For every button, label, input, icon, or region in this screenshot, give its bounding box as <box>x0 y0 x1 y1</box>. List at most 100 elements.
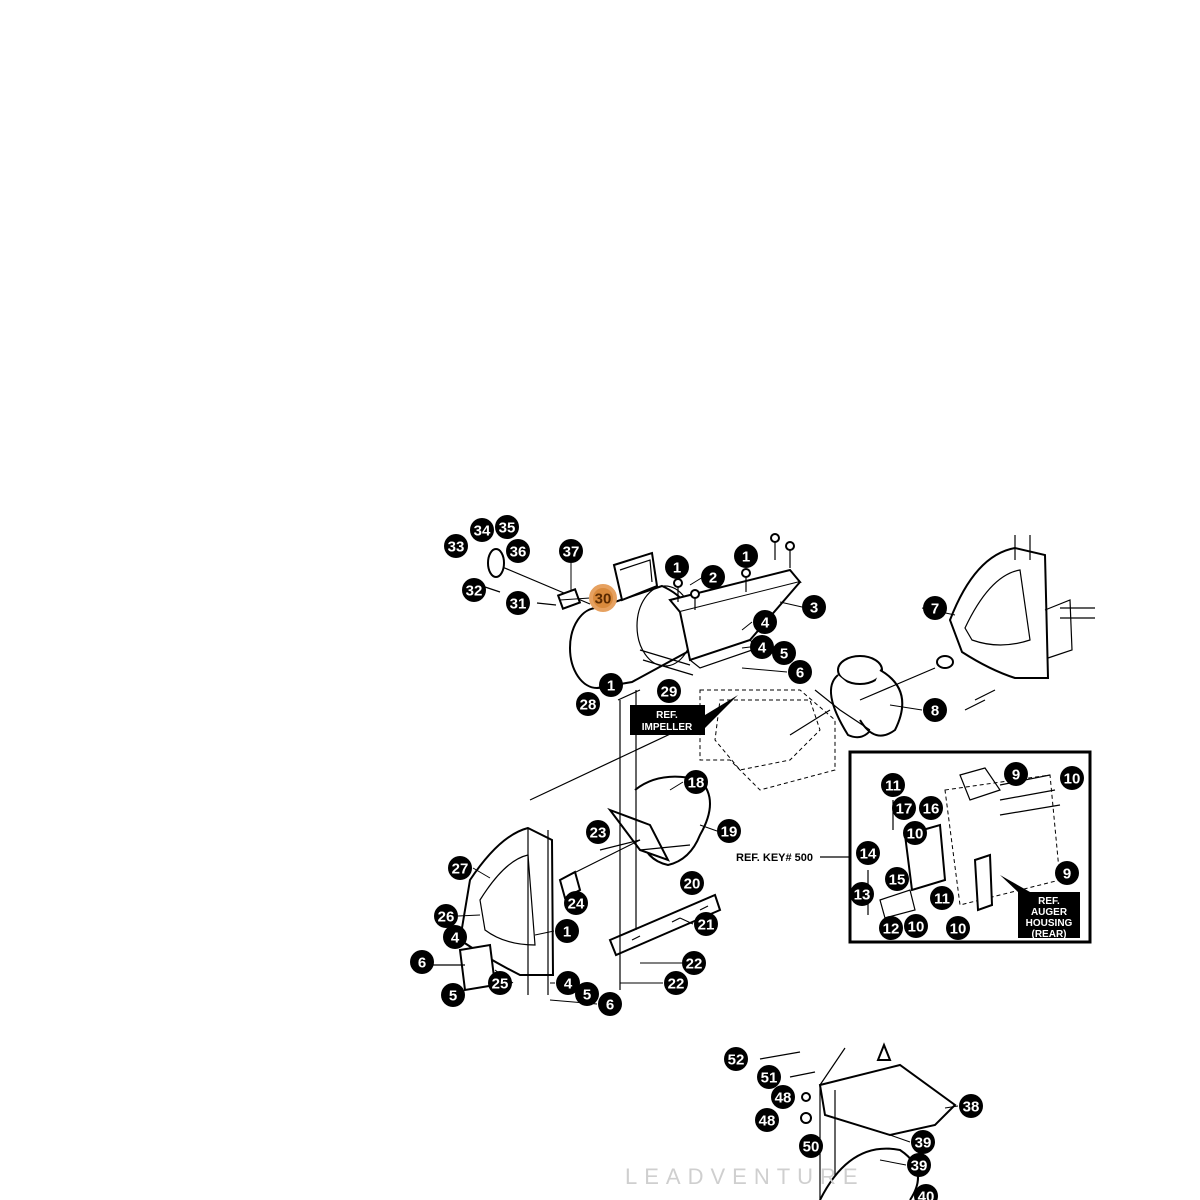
callout-32[interactable]: 32 <box>462 578 486 602</box>
callout-18[interactable]: 18 <box>684 770 708 794</box>
callout-6[interactable]: 6 <box>410 950 434 974</box>
callout-27[interactable]: 27 <box>448 856 472 880</box>
callout-circle <box>753 610 777 634</box>
callout-11[interactable]: 11 <box>881 773 905 797</box>
callout-circle <box>443 925 467 949</box>
callout-circle <box>734 544 758 568</box>
callout-number: 48 <box>775 1090 792 1107</box>
ref-auger-line4: (REAR) <box>1032 929 1067 940</box>
callout-48[interactable]: 48 <box>755 1108 779 1132</box>
callout-number: 11 <box>885 778 901 795</box>
callout-7[interactable]: 7 <box>923 596 947 620</box>
callout-number: 4 <box>761 615 770 632</box>
callout-circle <box>923 596 947 620</box>
callout-number: 25 <box>492 976 509 993</box>
callout-1[interactable]: 1 <box>734 544 758 568</box>
callout-39[interactable]: 39 <box>907 1153 931 1177</box>
callout-37[interactable]: 37 <box>559 539 583 563</box>
callout-number: 40 <box>918 1189 935 1200</box>
callout-number: 35 <box>499 520 516 537</box>
callout-circle <box>879 916 903 940</box>
callout-number: 9 <box>1012 767 1020 784</box>
callout-number: 9 <box>1063 866 1071 883</box>
callout-number: 13 <box>854 887 871 904</box>
callout-6[interactable]: 6 <box>598 992 622 1016</box>
callout-number: 10 <box>950 921 967 938</box>
callout-circle <box>564 891 588 915</box>
callout-10[interactable]: 10 <box>946 916 970 940</box>
callout-11[interactable]: 11 <box>930 886 954 910</box>
callout-4[interactable]: 4 <box>753 610 777 634</box>
callout-3[interactable]: 3 <box>802 595 826 619</box>
callout-number: 15 <box>889 872 906 889</box>
callout-35[interactable]: 35 <box>495 515 519 539</box>
callout-22[interactable]: 22 <box>664 971 688 995</box>
callout-5[interactable]: 5 <box>441 983 465 1007</box>
callout-10[interactable]: 10 <box>904 914 928 938</box>
ref-auger-line2: AUGER <box>1031 907 1068 918</box>
callout-19[interactable]: 19 <box>717 819 741 843</box>
callout-21[interactable]: 21 <box>694 912 718 936</box>
callout-circle <box>556 971 580 995</box>
callout-12[interactable]: 12 <box>879 916 903 940</box>
callout-22[interactable]: 22 <box>682 951 706 975</box>
callout-40[interactable]: 40 <box>914 1184 938 1200</box>
callout-50[interactable]: 50 <box>799 1134 823 1158</box>
callout-36[interactable]: 36 <box>506 539 530 563</box>
callout-circle <box>682 951 706 975</box>
callout-14[interactable]: 14 <box>856 841 880 865</box>
callout-2[interactable]: 2 <box>701 565 725 589</box>
callout-circle <box>1004 762 1028 786</box>
callout-23[interactable]: 23 <box>586 820 610 844</box>
callout-1[interactable]: 1 <box>555 919 579 943</box>
callout-number: 1 <box>742 549 750 566</box>
callout-8[interactable]: 8 <box>923 698 947 722</box>
callout-28[interactable]: 28 <box>576 692 600 716</box>
callout-circle <box>1055 861 1079 885</box>
callout-circle <box>911 1130 935 1154</box>
callout-circle <box>559 539 583 563</box>
callout-25[interactable]: 25 <box>488 971 512 995</box>
callout-51[interactable]: 51 <box>757 1065 781 1089</box>
callout-number: 16 <box>923 801 940 818</box>
callout-15[interactable]: 15 <box>885 867 909 891</box>
callout-10[interactable]: 10 <box>903 821 927 845</box>
callout-6[interactable]: 6 <box>788 660 812 684</box>
callout-4[interactable]: 4 <box>443 925 467 949</box>
callout-34[interactable]: 34 <box>470 518 494 542</box>
callout-13[interactable]: 13 <box>850 882 874 906</box>
callout-29[interactable]: 29 <box>657 679 681 703</box>
callout-31[interactable]: 31 <box>506 591 530 615</box>
callout-24[interactable]: 24 <box>564 891 588 915</box>
callout-5[interactable]: 5 <box>575 982 599 1006</box>
callout-38[interactable]: 38 <box>959 1094 983 1118</box>
callout-circle <box>694 912 718 936</box>
callout-30[interactable]: 30 <box>589 584 617 612</box>
callout-circle <box>410 950 434 974</box>
callout-number: 36 <box>510 544 527 561</box>
callout-5[interactable]: 5 <box>772 641 796 665</box>
callout-4[interactable]: 4 <box>750 635 774 659</box>
callout-circle <box>488 971 512 995</box>
callout-4[interactable]: 4 <box>556 971 580 995</box>
callout-48[interactable]: 48 <box>771 1085 795 1109</box>
callout-20[interactable]: 20 <box>680 871 704 895</box>
callout-circle <box>717 819 741 843</box>
callout-circle <box>506 591 530 615</box>
callout-33[interactable]: 33 <box>444 534 468 558</box>
callout-number: 22 <box>668 976 685 993</box>
callout-16[interactable]: 16 <box>919 796 943 820</box>
callout-number: 52 <box>728 1052 745 1069</box>
callout-9[interactable]: 9 <box>1055 861 1079 885</box>
callout-9[interactable]: 9 <box>1004 762 1028 786</box>
callout-1[interactable]: 1 <box>599 673 623 697</box>
callout-10[interactable]: 10 <box>1060 766 1084 790</box>
callout-26[interactable]: 26 <box>434 904 458 928</box>
callout-17[interactable]: 17 <box>892 796 916 820</box>
callout-52[interactable]: 52 <box>724 1047 748 1071</box>
callout-39[interactable]: 39 <box>911 1130 935 1154</box>
callout-1[interactable]: 1 <box>665 555 689 579</box>
callout-number: 6 <box>418 955 426 972</box>
callout-number: 7 <box>931 601 939 618</box>
